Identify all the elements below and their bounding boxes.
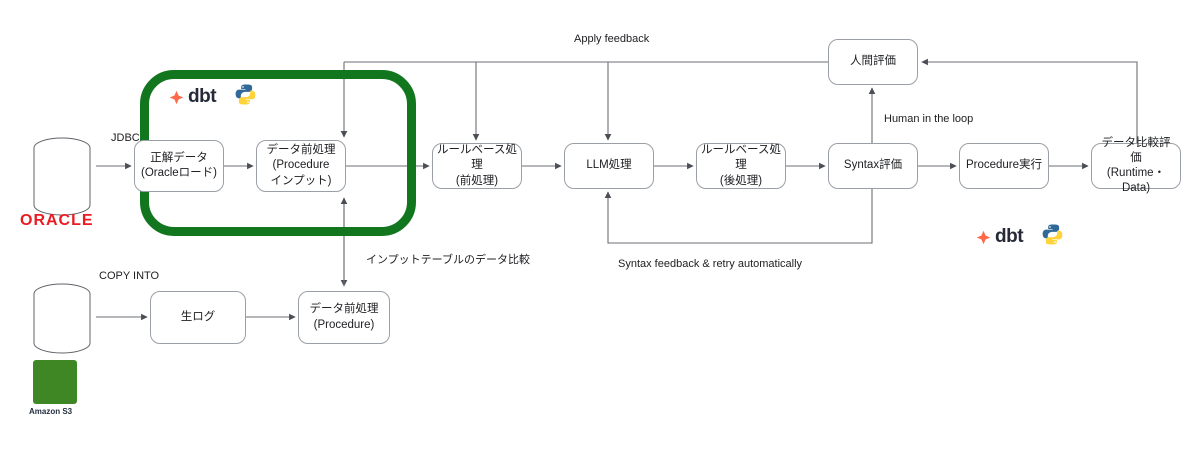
label-syntax-feedback: Syntax feedback & retry automatically (618, 258, 803, 270)
label-jdbc: JDBC (111, 132, 140, 144)
node-rule-pre[interactable]: ルールベース処理 (前処理) (432, 143, 522, 189)
node-rule-post-label: ルールベース処理 (後処理) (701, 144, 781, 187)
edge-compare-to-human (921, 58, 1138, 143)
node-raw-log[interactable]: 生ログ (150, 291, 246, 344)
s3-logo-caption: Amazon S3 (29, 407, 73, 416)
node-preprocess-procedure-label: データ前処理 (Procedure) (309, 303, 379, 331)
node-syntax-eval-label: Syntax評価 (843, 159, 903, 172)
s3-database-cylinder (33, 283, 91, 354)
node-raw-log-label: 生ログ (180, 310, 216, 323)
s3-logo-tile (33, 360, 77, 404)
node-data-compare-label: データ比較評価 (Runtime・Data) (1101, 136, 1171, 195)
label-input-table-compare: インプットテーブルのデータ比較 (366, 254, 531, 266)
dbt-wordmark-top: dbt (188, 86, 217, 107)
node-human-eval[interactable]: 人間評価 (828, 39, 918, 85)
label-apply-feedback: Apply feedback (574, 33, 650, 45)
dbt-mark-icon (169, 90, 184, 104)
node-preprocess-input[interactable]: データ前処理 (Procedure インプット) (256, 140, 346, 192)
python-logo-right (1042, 224, 1063, 245)
node-llm[interactable]: LLM処理 (564, 143, 654, 189)
edge-syntax-feedback-to-llm (604, 189, 873, 244)
node-llm-label: LLM処理 (586, 159, 632, 172)
node-procedure-run-label: Procedure実行 (965, 159, 1043, 172)
dbt-wordmark-right: dbt (995, 226, 1024, 247)
node-procedure-run[interactable]: Procedure実行 (959, 143, 1049, 189)
label-human-in-the-loop: Human in the loop (884, 113, 974, 125)
node-correct-data-label: 正解データ (Oracleロード) (140, 151, 218, 179)
node-preprocess-input-label: データ前処理 (Procedure インプット) (266, 144, 336, 187)
python-logo-top (235, 84, 256, 105)
dbt-mark-icon (976, 230, 991, 244)
oracle-database-cylinder (33, 137, 91, 216)
node-correct-data[interactable]: 正解データ (Oracleロード) (134, 140, 224, 192)
label-copy-into: COPY INTO (99, 270, 160, 282)
node-rule-pre-label: ルールベース処理 (前処理) (437, 144, 517, 187)
node-syntax-eval[interactable]: Syntax評価 (828, 143, 918, 189)
dbt-logo-top: dbt (168, 86, 217, 108)
dbt-logo-right: dbt (975, 226, 1024, 248)
oracle-wordmark: ORACLE (20, 212, 94, 229)
node-preprocess-procedure[interactable]: データ前処理 (Procedure) (298, 291, 390, 344)
node-data-compare[interactable]: データ比較評価 (Runtime・Data) (1091, 137, 1181, 194)
node-human-eval-label: 人間評価 (850, 55, 896, 68)
node-rule-post[interactable]: ルールベース処理 (後処理) (696, 143, 786, 189)
